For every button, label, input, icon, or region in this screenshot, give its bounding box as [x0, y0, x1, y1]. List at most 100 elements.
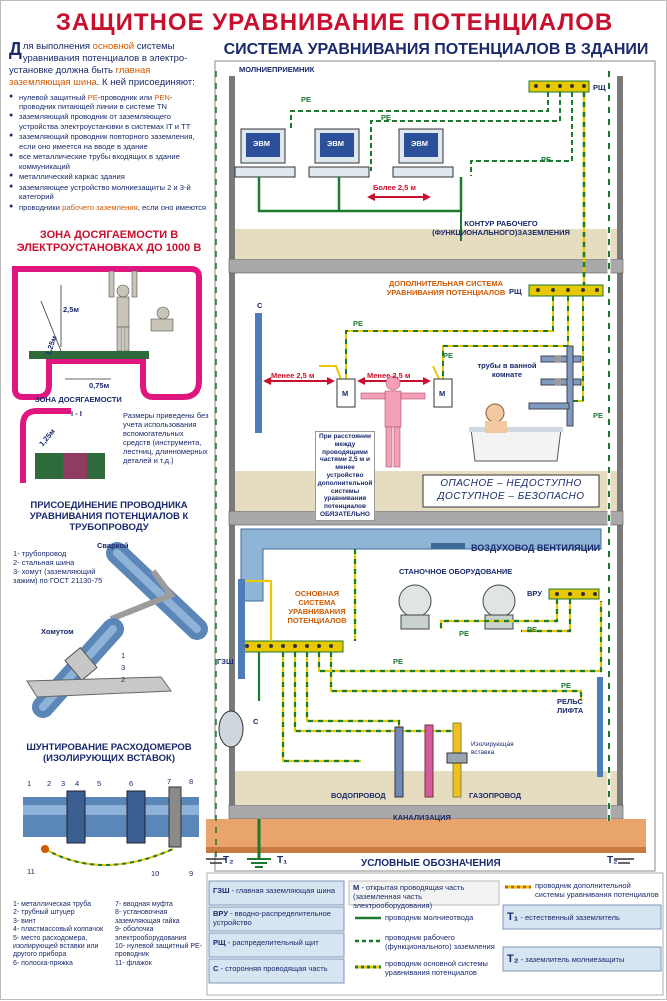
intro-text-1: ля выполнения	[22, 41, 93, 52]
distance-less-label-2: Менее 2,5 м	[367, 371, 411, 380]
t2-label-right: T₂	[607, 855, 618, 866]
lift-rail-label: РЕЛЬС ЛИФТА	[557, 697, 584, 715]
floor-middle	[255, 284, 604, 508]
lightning-conductor	[215, 71, 611, 861]
legend-gzsh: ГЗШ - главная заземляющая шина	[213, 886, 336, 895]
motto-line-1: ОПАСНОЕ – НЕДОСТУПНО	[440, 478, 582, 489]
reach-dim-0-75: 0,75м	[89, 381, 110, 390]
shunt-title: ШУНТИРОВАНИЕ РАСХОДОМЕРОВ (ИЗОЛИРУЮЩИХ В…	[26, 742, 192, 764]
floor-ground	[206, 528, 634, 868]
legend-rsh: РЩ - распределительный щит	[213, 938, 319, 947]
section-label: I - I	[71, 409, 82, 418]
legend-m: М - открытая проводящая часть (заземленн…	[353, 883, 465, 910]
pipe-weld-drawing	[106, 542, 208, 640]
lightning-rod-label: МОЛНИЕПРИЕМНИК	[239, 65, 315, 74]
legend-extra: проводник дополнительной системы уравнив…	[535, 881, 659, 899]
machines-label: СТАНОЧНОЕ ОБОРУДОВАНИЕ	[399, 567, 513, 576]
shunt-num-4: 4	[75, 779, 80, 788]
clamp-label: Хомутом	[41, 627, 74, 636]
shunt-num-8: 8	[189, 777, 194, 786]
reach-zone-title: ЗОНА ДОСЯГАЕМОСТИ В ЭЛЕКТРОУСТАНОВКАХ ДО…	[16, 229, 202, 254]
evm-label-1: ЭВМ	[253, 139, 270, 148]
water-label: ВОДОПРОВОД	[331, 791, 386, 800]
shunt-num-1: 1	[27, 779, 32, 788]
legend-c: С - сторонняя проводящая часть	[213, 964, 328, 973]
m-label-2: М	[439, 389, 446, 398]
distance-less-label-1: Менее 2,5 м	[271, 371, 315, 380]
drop-cap: Д	[9, 39, 22, 59]
list-item: заземляющее устройство молниезащиты 2 и …	[9, 183, 209, 202]
pe-label-10: PE	[561, 681, 572, 690]
clamp-num-3: 3	[121, 663, 126, 672]
list-item: все металлические трубы входящих в здани…	[9, 152, 209, 171]
vru-label: ВРУ	[527, 589, 542, 598]
floor-top	[234, 80, 590, 291]
page-title: ЗАЩИТНОЕ УРАВНИВАНИЕ ПОТЕНЦИАЛОВ	[55, 9, 614, 36]
legend-main: проводник основной системы уравнивания п…	[385, 959, 488, 977]
building-diagram-title: СИСТЕМА УРАВНИВАНИЯ ПОТЕНЦИАЛОВ В ЗДАНИИ	[223, 41, 649, 58]
rsh-label-top: РЩ	[593, 83, 606, 92]
shunt-num-9: 9	[189, 869, 194, 878]
insert-label: Изолирующая вставка	[471, 741, 514, 756]
list-item: заземляющий проводник от заземляющего ус…	[9, 112, 209, 131]
list-item: металлический каркас здания	[9, 172, 209, 181]
extra-system-label: ДОПОЛНИТЕЛЬНАЯ СИСТЕМА УРАВНИВАНИЯ ПОТЕН…	[386, 279, 506, 297]
legend-lightning: проводник молниеотвода	[385, 913, 474, 922]
shunt-num-3: 3	[61, 779, 66, 788]
distance-more-label: Более 2,5 м	[373, 183, 416, 192]
shunt-num-6: 6	[129, 779, 134, 788]
bath-pipes-label: трубы в ванной комнате	[477, 361, 537, 379]
pipe-connection-title: ПРИСОЕДИНЕНИЕ ПРОВОДНИКА УРАВНИВАНИЯ ПОТ…	[29, 500, 189, 533]
pe-label-4: PE	[353, 319, 364, 328]
list-item: нулевой защитный PE-проводник или PEN-пр…	[9, 93, 209, 112]
reach-note: Размеры приведены без учета использовани…	[123, 411, 209, 465]
reach-zone-label: ЗОНА ДОСЯГАЕМОСТИ	[35, 395, 122, 404]
c-label-mid: С	[257, 301, 263, 310]
legend-working: проводник рабочего (функционального) заз…	[385, 933, 495, 951]
working-contour-label: КОНТУР РАБОЧЕГО (ФУНКЦИОНАЛЬНОГО)ЗАЗЕМЛЕ…	[432, 219, 570, 237]
shunt-num-5: 5	[97, 779, 102, 788]
connection-list: нулевой защитный PE-проводник или PEN-пр…	[9, 93, 209, 213]
list-item: проводники рабочего заземления, если оно…	[9, 203, 209, 212]
motto-line-2: ДОСТУПНОЕ – БЕЗОПАСНО	[437, 491, 585, 502]
section-drawing	[20, 408, 105, 483]
m-label-1: М	[342, 389, 349, 398]
evm-label-3: ЭВМ	[411, 139, 428, 148]
gas-label: ГАЗОПРОВОД	[469, 791, 522, 800]
gzsh-label: ГЗШ	[217, 657, 234, 666]
reach-dim-2-5: 2,5м	[63, 305, 79, 314]
legend-frame	[206, 872, 664, 996]
list-item: заземляющий проводник повторного заземле…	[9, 132, 209, 151]
weld-label: Сваркой	[97, 541, 129, 550]
pe-label-8: PE	[527, 625, 538, 634]
rsh-label-mid: РЩ	[509, 287, 522, 296]
legend-vru: ВРУ - вводно-распределительное устройств…	[213, 909, 331, 927]
shunt-num-2: 2	[47, 779, 52, 788]
evm-label-2: ЭВМ	[327, 139, 344, 148]
reach-zone-drawing	[12, 266, 202, 400]
weld-legend: 1- трубопровод 2- стальная шина 3- хомут…	[13, 549, 103, 585]
clamp-num-1: 1	[121, 651, 126, 660]
pe-label-7: PE	[459, 629, 470, 638]
pe-label-3: PE	[541, 155, 552, 164]
main-system-label: ОСНОВНАЯ СИСТЕМА УРАВНИВАНИЯ ПОТЕНЦИАЛОВ	[287, 589, 347, 625]
pipe-clamp-drawing	[26, 618, 172, 718]
intro-text-5: . К ней присоединяют:	[96, 76, 195, 88]
intro-text-4: главная заземляющая шина	[9, 64, 151, 88]
sewer-label: КАНАЛИЗАЦИЯ	[393, 813, 451, 822]
legend-t1: T₁ - естественный заземлитель	[507, 911, 620, 923]
intro-text-2: основной	[92, 41, 135, 52]
pe-label-2: PE	[381, 113, 392, 122]
clamp-num-2: 2	[121, 675, 126, 684]
pe-label-1: PE	[301, 95, 312, 104]
shunt-num-10: 10	[151, 869, 160, 878]
pe-label-6: PE	[593, 411, 604, 420]
legend-title: УСЛОВНЫЕ ОБОЗНАЧЕНИЯ	[361, 858, 501, 869]
t2-label-left: T₂	[223, 855, 234, 866]
shunt-num-11: 11	[27, 867, 35, 876]
